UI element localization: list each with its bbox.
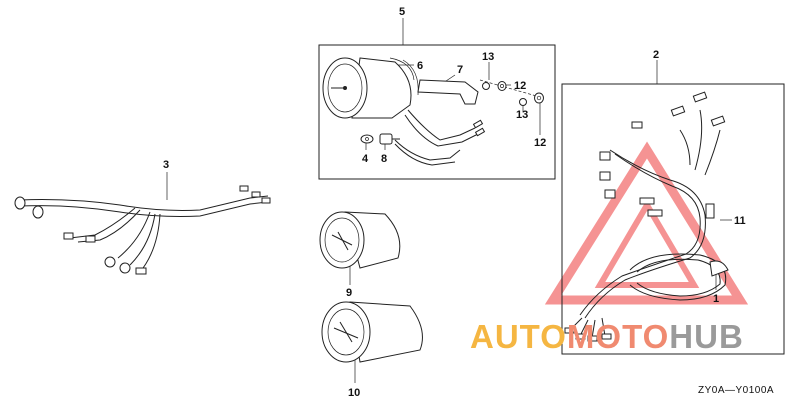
watermark-triangle	[544, 141, 749, 305]
callout-12-bottom: 12	[534, 137, 546, 149]
gauge-wires	[394, 109, 486, 166]
callout-13-bottom: 13	[516, 109, 528, 121]
wire-harness-left	[14, 185, 271, 275]
harness-kit-box	[561, 83, 785, 355]
callout-9: 9	[346, 287, 352, 299]
callout-3: 3	[163, 159, 169, 171]
gauge-main	[322, 57, 419, 119]
diagram-code: ZY0A—Y0100A	[698, 385, 774, 396]
svg-text:AUTOMOTOHUB: AUTOMOTOHUB	[470, 318, 744, 355]
callout-2: 2	[653, 49, 659, 61]
callout-numbers: 5 2 3 6 7 13 12 13 12 4 8 11 1 9 10	[163, 6, 746, 399]
gauge-10	[321, 301, 423, 363]
gauge-9	[319, 211, 401, 269]
callout-13-top: 13	[482, 51, 494, 63]
callout-8: 8	[381, 153, 387, 165]
bracket	[417, 79, 479, 105]
callout-7: 7	[457, 64, 463, 76]
watermark-hub: HUB	[669, 318, 744, 355]
wire-harness-main	[564, 91, 729, 342]
nuts-washers	[482, 81, 544, 106]
watermark-moto: MOTO	[567, 318, 669, 355]
washer-and-sensor	[360, 133, 400, 145]
callout-1: 1	[713, 293, 719, 305]
callout-5: 5	[399, 6, 405, 18]
callout-12-top: 12	[514, 80, 526, 92]
callout-6: 6	[417, 60, 423, 72]
callout-4: 4	[362, 153, 369, 165]
watermark-logo: AUTOMOTOHUB	[470, 318, 744, 355]
callout-10: 10	[348, 387, 360, 399]
gauge-kit-box	[318, 44, 556, 180]
callout-11: 11	[734, 215, 746, 227]
watermark-auto: AUTO	[470, 318, 567, 355]
